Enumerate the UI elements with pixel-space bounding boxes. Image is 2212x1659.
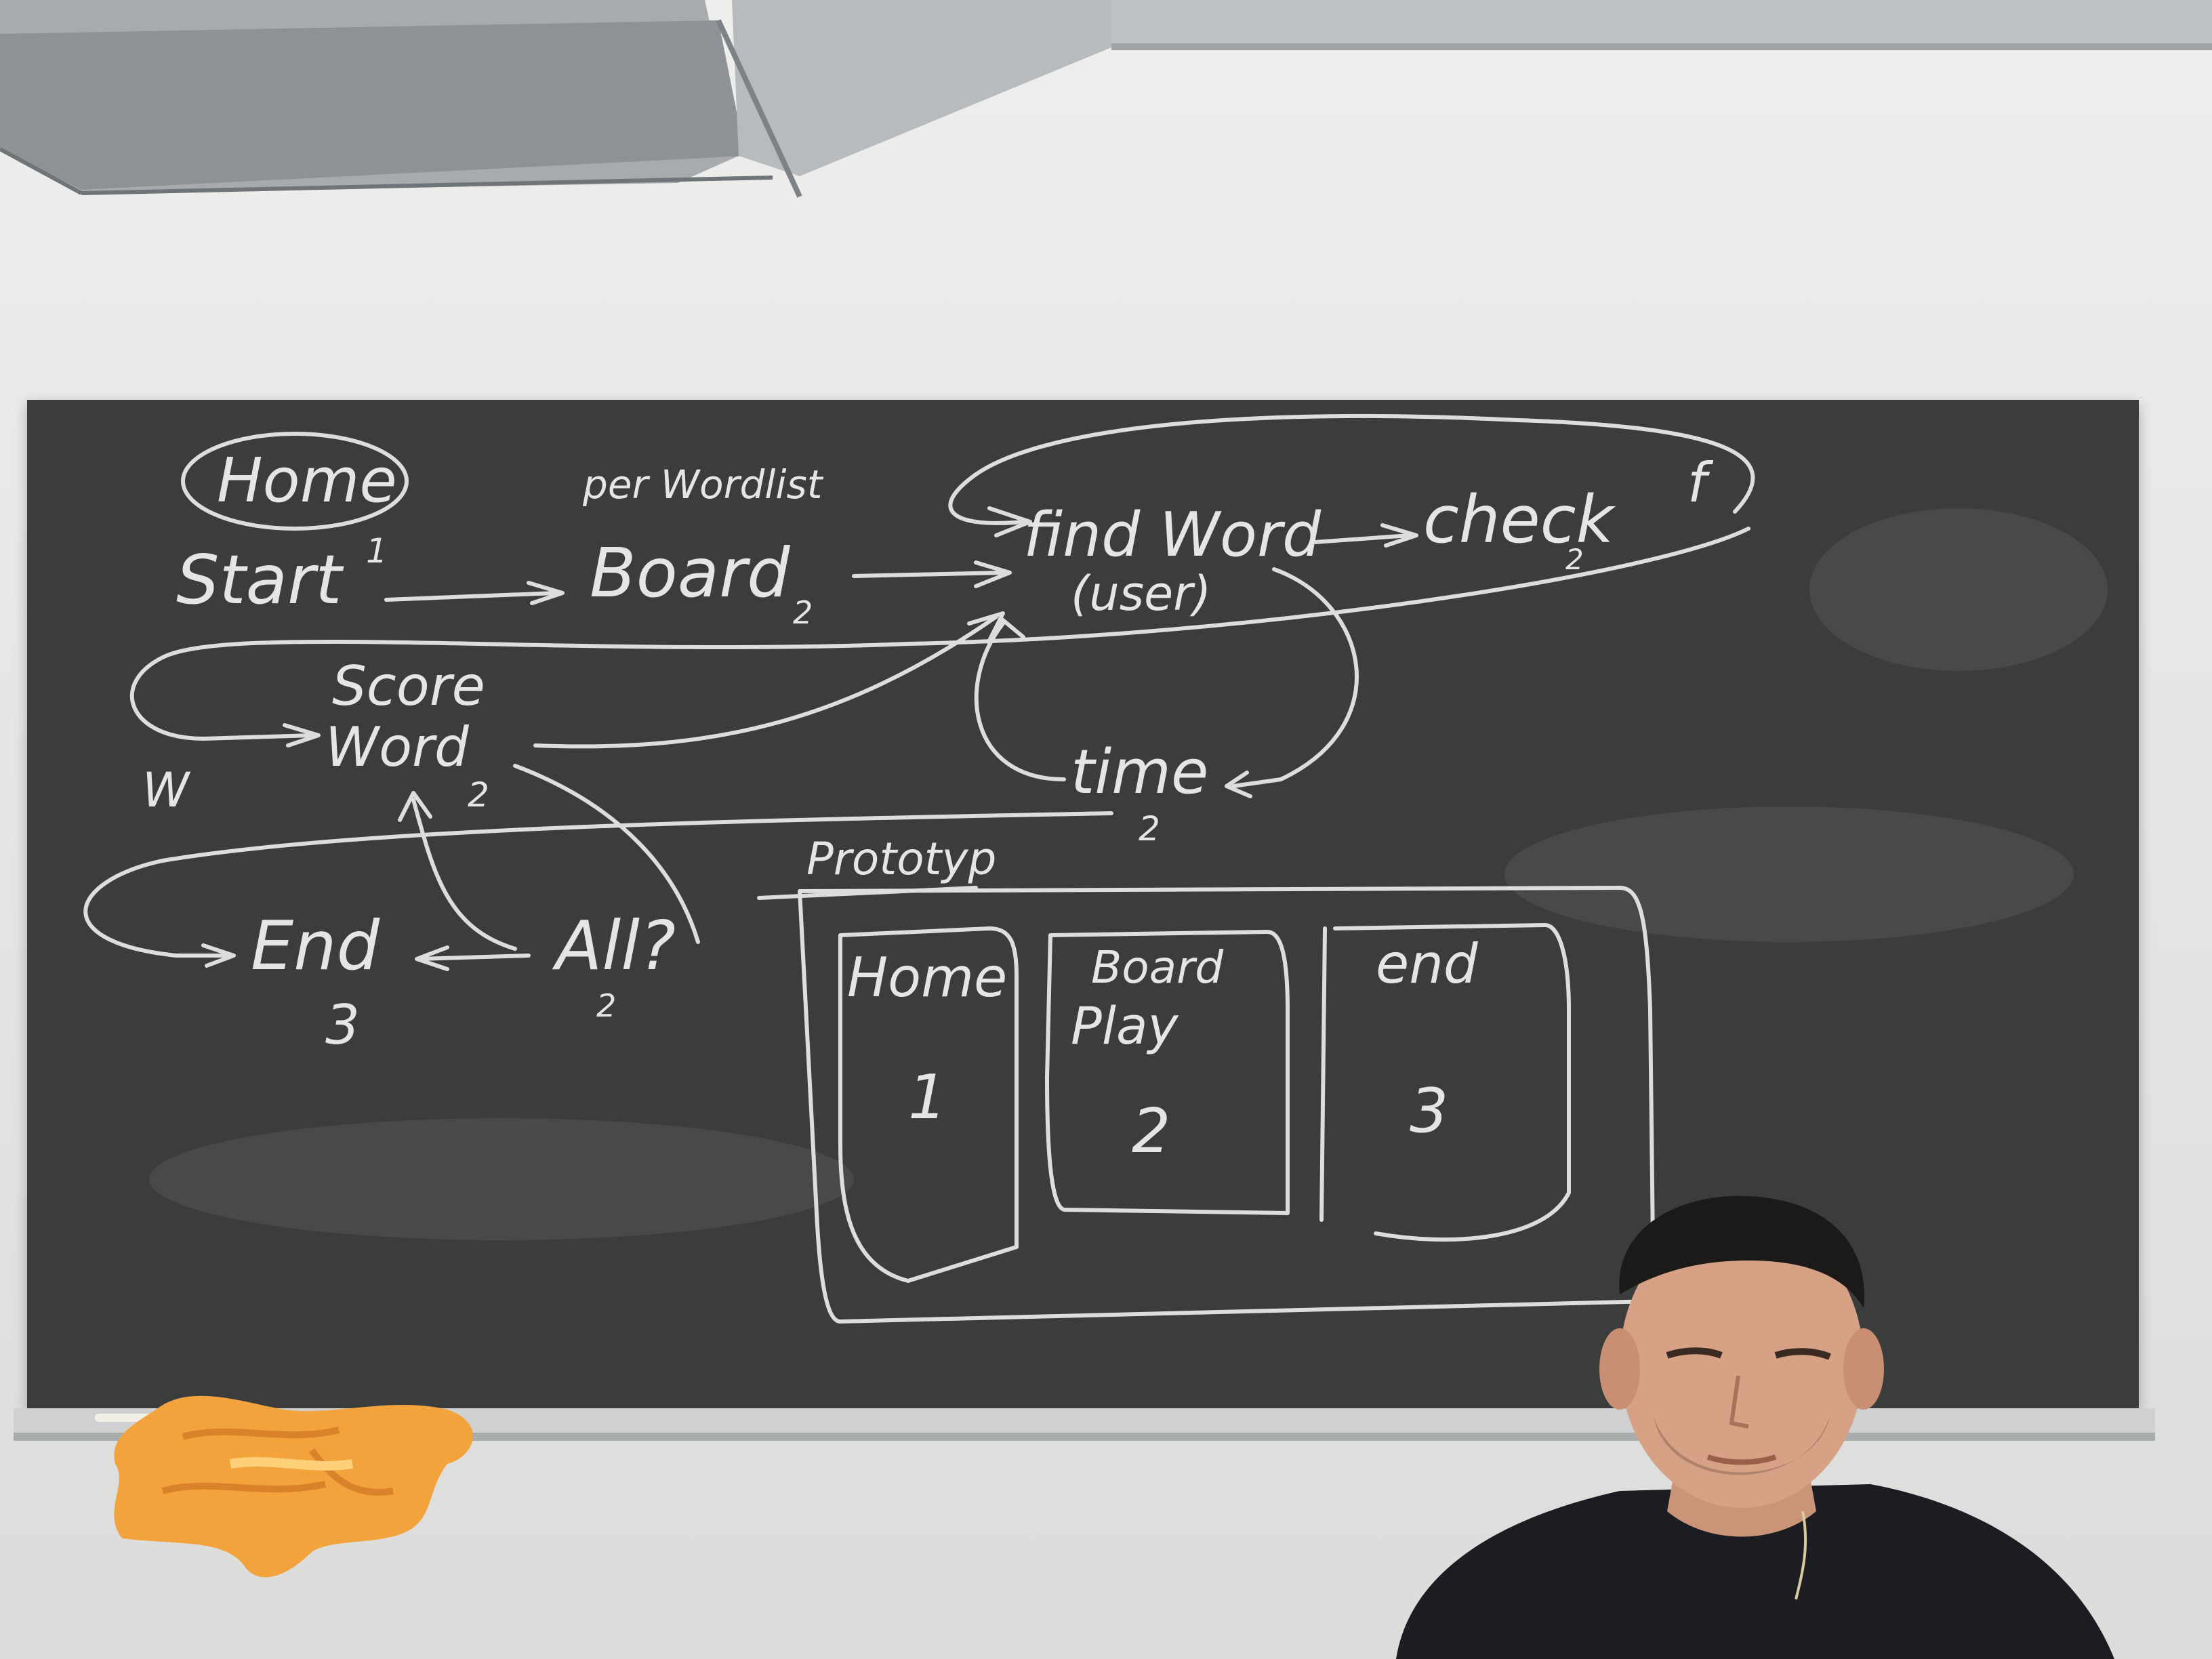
loop-time-end [83,811,1113,968]
find-word-label: find Word [1023,499,1322,571]
arrow-board-find [852,560,1012,588]
chalk-drawing: Home per Wordlist Start 1 Board 2 find W… [83,413,2108,1324]
orange-cloth [114,1395,473,1578]
w-label: W [142,762,191,818]
arrow-all-word [398,791,517,951]
end-number: 3 [325,994,360,1057]
prototype-panel-home [838,926,1019,1283]
panel-home-number: 1 [908,1062,947,1133]
prototype-panel-end [1333,923,1571,1242]
prototype-panel-board [1045,930,1290,1215]
check-label: check [1423,482,1616,558]
f-label: f [1687,451,1714,514]
arrow-find-check [1313,523,1418,548]
per-wordlist-label: per Wordlist [582,462,824,508]
ceiling-duct [0,0,2212,198]
arrow-all-end [415,945,531,971]
arrow-start-board [384,581,565,605]
panel-board-number: 2 [1132,1096,1170,1167]
time-number: 2 [1139,809,1160,848]
arrow-word-all [513,764,700,944]
arrow-score-find [533,611,1005,749]
time-label: time [1071,737,1208,808]
prototype-title: Prototyp [806,833,996,885]
word-label: Word [325,716,470,779]
panel-board-label: Board [1091,941,1224,994]
score-label: Score [332,655,485,718]
panel-end-label: end [1376,933,1479,996]
prototype-panel-divider [1319,926,1327,1222]
check-number: 2 [1565,543,1584,576]
home-oval [181,432,409,531]
erase-smudge [1809,508,2108,671]
erase-smudge [149,1118,854,1240]
board-number: 2 [793,594,813,631]
start-label: Start [176,540,344,619]
panel-end-number: 3 [1410,1076,1448,1147]
panel-play-label: Play [1071,996,1179,1056]
panel-home-label: Home [847,946,1007,1009]
board-label: Board [590,533,790,613]
loop-check-find [948,413,1755,537]
loop-time-find [974,618,1066,781]
erase-smudge [1504,806,2074,942]
all-label: All? [552,906,676,985]
prototype-frame [798,886,1656,1324]
start-number: 1 [366,531,388,571]
person [1396,1195,2114,1659]
word-number: 2 [468,775,489,815]
home-label: Home [217,445,397,516]
loop-check-score [130,527,1750,747]
loop-find-time [1225,567,1359,798]
all-number: 2 [596,987,616,1024]
user-label: (user) [1071,566,1211,621]
end-label: End [251,906,380,985]
